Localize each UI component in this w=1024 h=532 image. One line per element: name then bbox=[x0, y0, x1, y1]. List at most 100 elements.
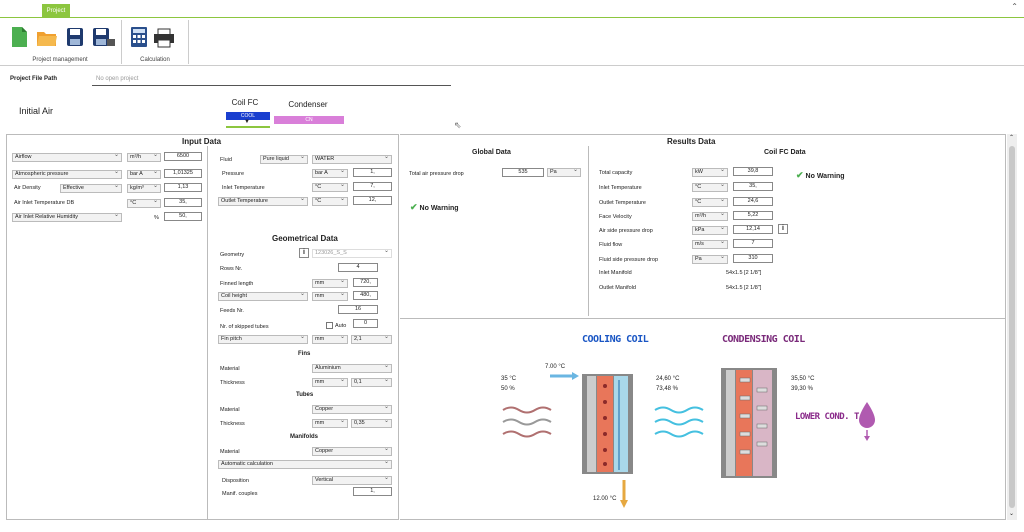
fluid-outlet-select[interactable]: Outlet Temperature bbox=[218, 197, 308, 206]
open-folder-icon[interactable] bbox=[36, 28, 58, 50]
project-file-path-field[interactable]: No open project bbox=[92, 74, 451, 86]
fins-thickness-select[interactable]: 0,1 bbox=[351, 378, 392, 387]
print-icon[interactable] bbox=[153, 28, 175, 50]
project-file-path-label: Project File Path bbox=[10, 76, 58, 82]
fluid-name-select[interactable]: WATER bbox=[312, 155, 392, 164]
tubes-material-label: Material bbox=[220, 407, 240, 413]
disposition-label: Disposition bbox=[222, 478, 249, 484]
input-data-panel bbox=[6, 134, 399, 520]
atm-pressure-unit-select[interactable]: bar A bbox=[127, 170, 161, 179]
manifolds-material-select[interactable]: Copper bbox=[312, 447, 392, 456]
result-unit-3[interactable]: m³/h bbox=[692, 212, 728, 221]
manif-couples-input[interactable]: 1, bbox=[353, 487, 392, 496]
ribbon-separator bbox=[188, 20, 189, 64]
tubes-material-select[interactable]: Copper bbox=[312, 405, 392, 414]
scrollbar-thumb[interactable] bbox=[1009, 146, 1015, 508]
result-unit-5[interactable]: m/s bbox=[692, 240, 728, 249]
fluid-inlet-unit-select[interactable]: °C bbox=[312, 183, 348, 192]
inlet-temp-input[interactable]: 35, bbox=[164, 198, 202, 207]
disposition-select[interactable]: Vertical bbox=[312, 476, 392, 485]
air-out-temp: 35,50 °C bbox=[791, 376, 815, 382]
check-icon: ✔ bbox=[796, 170, 804, 180]
result-unit-6[interactable]: Pa bbox=[692, 255, 728, 264]
scroll-up-icon[interactable]: ⌃ bbox=[1009, 135, 1015, 141]
save-icon[interactable] bbox=[66, 27, 84, 49]
fin-pitch-select[interactable]: Fin pitch bbox=[218, 335, 308, 344]
skipped-tubes-label: Nr. of skipped tubes bbox=[220, 324, 269, 330]
inlet-manifold-label: Inlet Manifold bbox=[599, 270, 632, 276]
inlet-manifold-value: 54x1.5 [2 1/8"] bbox=[726, 270, 762, 276]
skipped-tubes-input[interactable]: 0 bbox=[353, 319, 378, 328]
results-data-title: Results Data bbox=[667, 137, 716, 146]
air-density-unit-select[interactable]: kg/m³ bbox=[127, 184, 161, 193]
condenser-pill[interactable]: CN bbox=[274, 116, 344, 124]
nav-initial-air[interactable]: Initial Air bbox=[19, 106, 54, 116]
condensing-coil-title: CONDENSING COIL bbox=[722, 334, 805, 345]
geometry-select[interactable]: 123026_S_S bbox=[312, 249, 392, 258]
fluid-outlet-input[interactable]: 12, bbox=[353, 196, 392, 205]
fin-pitch-select-value[interactable]: 2,1 bbox=[351, 335, 392, 344]
coil-fc-pill[interactable]: COOL bbox=[226, 112, 270, 120]
fluid-pressure-unit-select[interactable]: bar A bbox=[312, 169, 348, 178]
air-density-mode-select[interactable]: Effective bbox=[60, 184, 122, 193]
inlet-temp-unit-select[interactable]: °C bbox=[127, 199, 161, 208]
automatic-calculation-select[interactable]: Automatic calculation bbox=[218, 460, 392, 469]
nav-condenser[interactable]: Condenser bbox=[288, 100, 328, 109]
atm-pressure-select[interactable]: Atmospheric pressure bbox=[12, 170, 122, 179]
fins-material-select[interactable]: Aluminium bbox=[312, 364, 392, 373]
geometry-label: Geometry bbox=[220, 252, 245, 258]
fins-thickness-unit-select[interactable]: mm bbox=[312, 378, 348, 387]
atm-pressure-input[interactable]: 1,01325 bbox=[164, 169, 202, 178]
coil-height-select[interactable]: Coil height bbox=[218, 292, 308, 301]
tubes-thickness-select[interactable]: 0,35 bbox=[351, 419, 392, 428]
fluid-type-select[interactable]: Pure liquid bbox=[260, 155, 308, 164]
outlet-manifold-label: Outlet Manifold bbox=[599, 285, 636, 291]
results-scrollbar[interactable]: ⌃ ⌄ bbox=[1007, 134, 1017, 520]
inlet-rh-input[interactable]: 50, bbox=[164, 212, 202, 221]
inlet-rh-select[interactable]: Air Inlet Relative Humidity bbox=[12, 213, 122, 222]
lower-cond-label: LOWER COND. T bbox=[795, 412, 859, 422]
result-value-3: 5,22 bbox=[733, 211, 773, 220]
tab-project[interactable]: Project bbox=[42, 4, 70, 18]
result-unit-0[interactable]: kW bbox=[692, 168, 728, 177]
result-unit-1[interactable]: °C bbox=[692, 183, 728, 192]
new-file-icon[interactable] bbox=[10, 26, 28, 48]
group-calculation-label: Calculation bbox=[140, 57, 170, 63]
water-in-temp: 7.00 °C bbox=[545, 364, 566, 370]
calculator-icon[interactable] bbox=[130, 26, 148, 48]
coil-height-input[interactable]: 480, bbox=[353, 291, 378, 300]
fluid-pressure-input[interactable]: 1, bbox=[353, 168, 392, 177]
condensing-coil-icon bbox=[721, 368, 777, 478]
ribbon-separator bbox=[121, 20, 122, 64]
rows-input[interactable]: 4 bbox=[338, 263, 378, 272]
finned-length-input[interactable]: 720, bbox=[353, 278, 378, 287]
fluid-inlet-input[interactable]: 7, bbox=[353, 182, 392, 191]
scroll-down-icon[interactable]: ⌄ bbox=[1009, 511, 1015, 517]
airflow-select[interactable]: Airflow bbox=[12, 153, 122, 162]
finned-length-unit-select[interactable]: mm bbox=[312, 279, 348, 288]
fin-pitch-unit-select[interactable]: mm bbox=[312, 335, 348, 344]
pressure-drop-info-icon[interactable]: i bbox=[778, 224, 788, 234]
coil-height-unit-select[interactable]: mm bbox=[312, 292, 348, 301]
air-density-input[interactable]: 1,13 bbox=[164, 183, 202, 192]
coil-diagram bbox=[502, 368, 875, 508]
auto-checkbox[interactable] bbox=[326, 322, 333, 329]
save-as-icon[interactable] bbox=[92, 27, 116, 49]
tubes-thickness-unit-select[interactable]: mm bbox=[312, 419, 348, 428]
collapse-ribbon-icon[interactable]: ⌃ bbox=[1011, 2, 1018, 11]
cool-air-arrows-icon bbox=[654, 406, 704, 438]
result-unit-2[interactable]: °C bbox=[692, 198, 728, 207]
water-out-temp: 12.00 °C bbox=[593, 496, 617, 502]
airflow-unit-select[interactable]: m³/h bbox=[127, 153, 161, 162]
fluid-outlet-unit-select[interactable]: °C bbox=[312, 197, 348, 206]
result-value-0: 39,8 bbox=[733, 167, 773, 176]
feeds-input[interactable]: 16 bbox=[338, 305, 378, 314]
result-value-6: 310 bbox=[733, 254, 773, 263]
result-unit-4[interactable]: kPa bbox=[692, 226, 728, 235]
airflow-input[interactable]: 6500 bbox=[164, 152, 202, 161]
total-air-pressure-drop-unit-select[interactable]: Pa bbox=[547, 168, 581, 177]
manifolds-title: Manifolds bbox=[290, 434, 318, 440]
air-in-temp: 35 °C bbox=[501, 376, 517, 382]
geometry-info-icon[interactable]: i bbox=[299, 248, 309, 258]
nav-coil-fc[interactable]: Coil FC bbox=[231, 98, 259, 107]
